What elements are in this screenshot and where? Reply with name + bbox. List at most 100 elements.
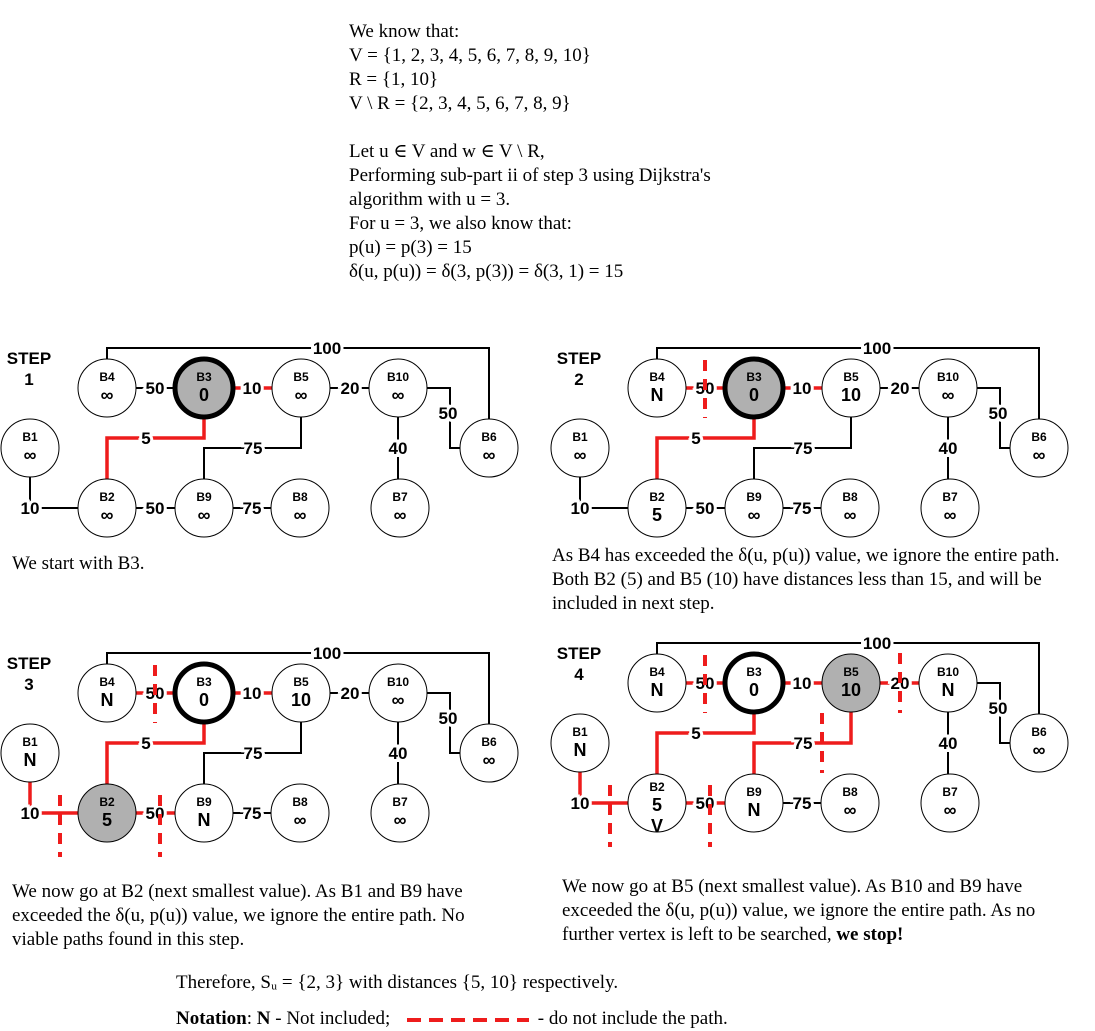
edge-b1-b2 [29,477,78,509]
edge-b1-b2 [28,782,78,815]
edge-b5-b9 [203,722,302,784]
node-distance: ∞ [942,385,955,405]
node-distance: 0 [199,690,209,710]
node-b6 [459,723,519,783]
node-b3 [172,356,236,420]
intro-line: V \ R = {2, 3, 4, 5, 6, 7, 8, 9} [349,93,571,114]
node-b7 [920,478,980,538]
node-distance: N [651,680,664,700]
node-b5 [821,653,881,713]
node-label: B2 [99,795,115,809]
weight-label: 20 [341,684,360,703]
node-distance: ∞ [101,385,114,405]
footer-therefore: Therefore, Sᵤ = {2, 3} with distances {5… [176,972,619,993]
node-b5 [271,358,331,418]
node-b6 [1009,713,1069,773]
edge-b1-b2 [579,477,628,509]
node-distance: ∞ [844,800,857,820]
edge-b1-b2 [578,772,628,805]
node-b1 [0,723,60,783]
weight-label: 75 [794,439,813,458]
step-label: STEP [7,654,51,673]
node-b1 [550,713,610,773]
node-b7 [370,478,430,538]
node-distance: ∞ [24,445,37,465]
weight-label: 75 [243,499,262,518]
intro-line: algorithm with u = 3. [349,189,511,210]
node-b10 [368,663,428,723]
node-distance: ∞ [394,810,407,830]
node-distance: ∞ [1033,740,1046,760]
weight-label: 75 [793,794,812,813]
node-label: B10 [937,665,959,679]
node-label: B1 [572,430,588,444]
weight-label: 75 [793,499,812,518]
node-label: B9 [196,795,212,809]
intro-line: We know that: [349,21,460,42]
node-label: B6 [481,430,497,444]
node-label: B8 [292,795,308,809]
weight-label: 50 [989,699,1008,718]
step-number: 4 [574,665,584,684]
node-b4 [77,358,137,418]
weight-label: 100 [313,644,341,663]
node-distance: ∞ [574,445,587,465]
weight-label: 75 [794,734,813,753]
node-b8 [270,478,330,538]
weight-label: 5 [141,734,150,753]
step-1-caption: We start with B3. [12,553,145,574]
graph-svg: 5010575201050754050100STEP4B4NB30B510B10… [550,631,1069,847]
node-b2 [77,783,137,843]
node-label: B9 [746,785,762,799]
node-label: B7 [392,490,408,504]
node-b4 [627,358,687,418]
node-distance: 10 [841,385,861,405]
node-distance: ∞ [294,810,307,830]
node-distance: 5 [652,795,662,815]
weight-label: 10 [21,804,40,823]
node-distance: ∞ [394,505,407,525]
node-b2 [627,478,687,538]
edge-b3-b2 [655,417,756,479]
weight-label: 50 [439,404,458,423]
step-2-caption: As B4 has exceeded the δ(u, p(u)) value,… [552,545,1060,614]
edge-b5-b9 [753,417,852,479]
weight-label: 50 [146,499,165,518]
edge-b10-b6 [977,682,1010,744]
node-distance: ∞ [294,505,307,525]
intro-line: p(u) = p(3) = 15 [349,237,472,258]
edge-b4-b6 [106,652,490,724]
node-label: B5 [293,370,309,384]
intro-line: Let u ∈ V and w ∈ V \ R, [349,141,545,162]
notation-dash-desc: - do not include the path. [533,1008,728,1029]
node-distance: 5 [102,810,112,830]
weight-label: 5 [691,429,700,448]
weight-label: 75 [244,439,263,458]
node-label: B1 [22,735,38,749]
node-distance: N [101,690,114,710]
footer-notation: Notation: N - Not included; - do not inc… [176,1008,728,1029]
node-label: B10 [387,370,409,384]
edge-b3-b2 [105,722,206,784]
node-label: B4 [99,370,115,384]
node-label: B5 [843,665,859,679]
weight-label: 10 [243,379,262,398]
node-distance: N [748,800,761,820]
intro-gap [349,116,711,140]
node-distance: 10 [291,690,311,710]
node-status: V [651,816,663,836]
intro-line: R = {1, 10} [349,69,439,90]
node-b3 [722,651,786,715]
edge-b10-b6 [427,692,460,754]
step-4-graph: 5010575201050754050100STEP4B4NB30B510B10… [550,631,1080,850]
intro-line: Performing sub-part ii of step 3 using D… [349,165,711,186]
node-distance: ∞ [392,385,405,405]
weight-label: 20 [891,379,910,398]
weight-label: 100 [863,339,891,358]
step-3-caption: We now go at B2 (next smallest value). A… [12,881,465,950]
step-2-graph: 5010575201050754050100STEP2B4NB30B510B10… [550,336,1080,550]
node-label: B2 [99,490,115,504]
node-b3 [172,661,236,725]
node-distance: 0 [749,385,759,405]
